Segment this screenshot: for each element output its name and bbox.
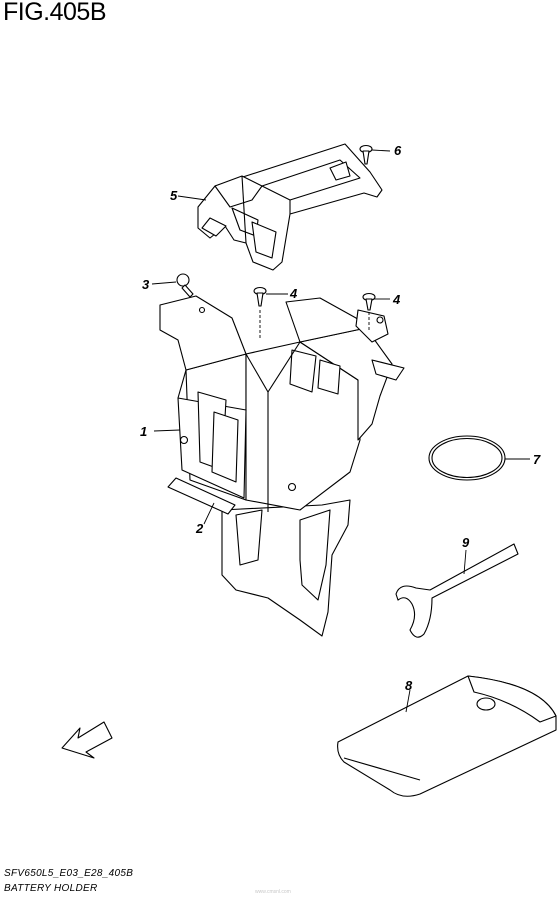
figure-title: FIG.405B [3, 0, 107, 26]
part-1-battery-holder[interactable] [159, 295, 405, 637]
footer-code: SFV650L5_E03_E28_405B [4, 868, 134, 879]
part-4-screw-right[interactable] [362, 292, 376, 311]
part-9-spanner[interactable] [395, 543, 519, 638]
callout-2: 2 [195, 521, 204, 536]
callout-7: 7 [533, 452, 541, 467]
part-3-bolt[interactable] [176, 273, 194, 298]
part-6-screw[interactable] [359, 144, 373, 165]
callout-1: 1 [140, 424, 147, 439]
callout-8: 8 [405, 678, 413, 693]
callout-3: 3 [142, 277, 150, 292]
part-2-pad[interactable] [167, 477, 236, 515]
part-8-tool-bag[interactable] [337, 675, 557, 797]
part-4-screw-left[interactable] [253, 286, 267, 307]
footer-description: BATTERY HOLDER [4, 883, 98, 894]
part-5-battery-cover[interactable] [197, 143, 383, 271]
callout-6: 6 [394, 143, 402, 158]
callout-4b: 4 [392, 292, 401, 307]
part-7-ring[interactable] [428, 435, 506, 481]
callout-4a: 4 [289, 286, 298, 301]
fwd-arrow-icon [61, 721, 113, 759]
watermark: www.cmsnl.com [255, 889, 291, 895]
callout-9: 9 [462, 535, 470, 550]
callout-5: 5 [170, 188, 178, 203]
